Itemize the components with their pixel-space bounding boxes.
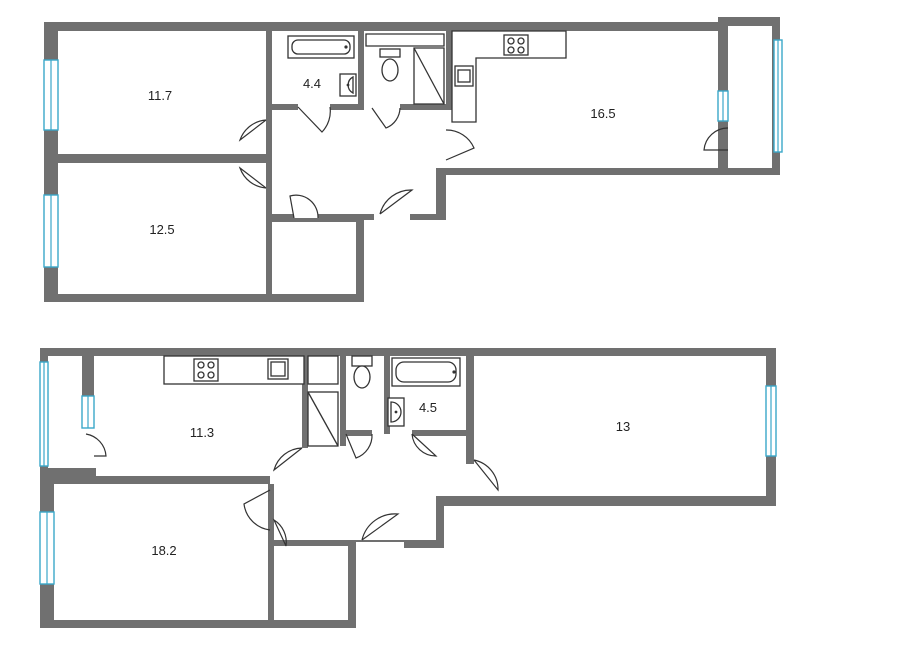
kitchen-stove-icon [503, 34, 529, 56]
room-area-label: 16.5 [590, 106, 615, 121]
partitions [40, 356, 776, 620]
toilet-icon [379, 48, 401, 82]
door [85, 433, 107, 457]
kitchen-stove-icon [193, 358, 219, 382]
floor-plan-bottom: 11.3 4.5 13 18.2 [39, 348, 777, 628]
door [345, 433, 373, 459]
room-area-label: 18.2 [151, 543, 176, 558]
doors [85, 433, 499, 547]
door [289, 194, 319, 219]
door [379, 189, 414, 215]
door [411, 433, 438, 457]
bathtub-icon [287, 35, 355, 59]
floor-plan-top: 11.7 4.4 16.5 12.5 [43, 17, 783, 302]
shower-cabinet-icon [307, 355, 339, 447]
doors [238, 106, 729, 219]
door [272, 518, 287, 547]
door [445, 129, 475, 161]
fixtures [287, 30, 567, 123]
washbasin-icon [339, 73, 357, 97]
room-area-label: 4.5 [419, 400, 437, 415]
door [243, 489, 271, 531]
toilet-icon [351, 355, 373, 389]
shower-cabinet-icon [365, 33, 445, 105]
door [272, 447, 303, 472]
fixtures [163, 355, 461, 447]
room-area-label: 12.5 [149, 222, 174, 237]
room-area-label: 11.3 [190, 425, 214, 440]
windows [39, 361, 777, 585]
windows [43, 39, 783, 268]
kitchen-counter [451, 30, 567, 123]
door [297, 106, 331, 133]
door [371, 107, 401, 129]
room-labels: 11.3 4.5 13 18.2 [151, 400, 630, 558]
kitchen-counter [163, 355, 305, 385]
bathtub-icon [391, 357, 461, 387]
room-labels: 11.7 4.4 16.5 12.5 [148, 76, 616, 237]
door [473, 459, 499, 492]
room-area-label: 4.4 [303, 76, 321, 91]
door [361, 513, 400, 541]
door [238, 166, 267, 189]
door [238, 119, 267, 142]
room-area-label: 11.7 [148, 88, 172, 103]
washbasin-icon [387, 397, 405, 427]
room-area-label: 13 [616, 419, 630, 434]
partitions [58, 31, 728, 294]
door [703, 127, 729, 151]
